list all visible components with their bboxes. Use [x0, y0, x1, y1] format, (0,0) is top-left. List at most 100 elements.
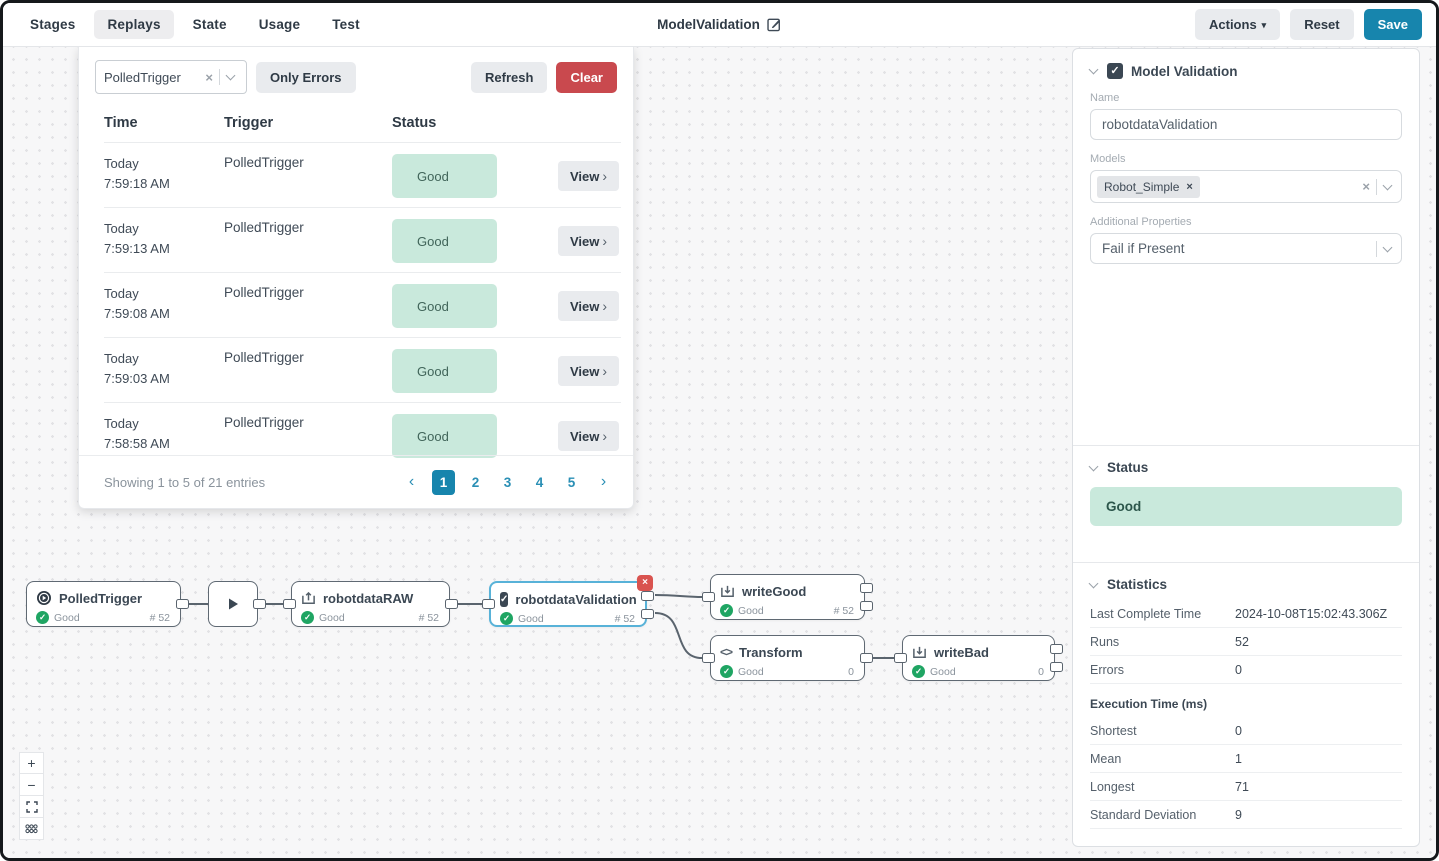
- clear-select-icon[interactable]: ×: [1362, 179, 1370, 194]
- save-button[interactable]: Save: [1363, 9, 1422, 40]
- output-port[interactable]: [1050, 644, 1063, 654]
- output-port[interactable]: [860, 653, 873, 663]
- next-page-button[interactable]: ›: [592, 470, 615, 495]
- view-button[interactable]: View›: [557, 161, 619, 191]
- chevron-down-icon: [1382, 242, 1393, 252]
- remove-chip-icon[interactable]: ×: [1186, 180, 1193, 193]
- view-button[interactable]: View›: [557, 356, 619, 386]
- column-header-status: Status: [392, 115, 437, 131]
- view-button[interactable]: View›: [557, 291, 619, 321]
- output-port[interactable]: [860, 601, 873, 611]
- section-title: Status: [1107, 460, 1149, 475]
- node-robotdatavalidation[interactable]: × ✓ robotdataValidation ✓ Good # 52: [482, 575, 654, 627]
- output-port-good[interactable]: [641, 591, 654, 601]
- section-title: Statistics: [1107, 577, 1168, 592]
- node-label: writeBad: [934, 644, 989, 660]
- refresh-button[interactable]: Refresh: [471, 61, 548, 93]
- additional-properties-select[interactable]: Fail if Present: [1090, 233, 1402, 264]
- fit-view-icon: [25, 800, 38, 813]
- code-icon: <>: [720, 645, 733, 659]
- status-good-icon: ✓: [912, 665, 925, 678]
- statistics-section: Statistics Last Complete Time 2024-10-08…: [1073, 562, 1419, 843]
- output-port[interactable]: [445, 599, 458, 609]
- node-run-count: # 52: [614, 612, 635, 625]
- output-port[interactable]: [253, 599, 266, 609]
- input-port[interactable]: [482, 599, 495, 609]
- output-port-bad[interactable]: [641, 609, 654, 619]
- table-footer: Showing 1 to 5 of 21 entries ‹ 1 2 3 4 5…: [79, 455, 633, 508]
- tab-usage[interactable]: Usage: [246, 10, 314, 39]
- chevron-down-icon[interactable]: [1088, 461, 1099, 471]
- output-port[interactable]: [176, 599, 189, 609]
- clear-button[interactable]: Clear: [556, 61, 617, 93]
- tab-test[interactable]: Test: [319, 10, 373, 39]
- page-button-3[interactable]: 3: [496, 470, 519, 495]
- tab-replays[interactable]: Replays: [94, 10, 174, 39]
- status-badge: Good: [392, 349, 497, 393]
- main-tabs: Stages Replays State Usage Test: [17, 10, 373, 39]
- node-robotdataraw[interactable]: robotdataRAW ✓ Good # 52: [283, 581, 458, 627]
- output-port[interactable]: [1050, 662, 1063, 672]
- clear-filter-icon[interactable]: ×: [205, 69, 213, 85]
- tab-state[interactable]: State: [180, 10, 240, 39]
- edit-pencil-icon: [767, 17, 782, 32]
- fit-view-button[interactable]: [19, 796, 44, 818]
- node-label: robotdataRAW: [323, 590, 414, 606]
- name-input[interactable]: robotdataValidation: [1090, 109, 1402, 140]
- grid-dots-icon: [25, 823, 38, 834]
- column-header-trigger: Trigger: [224, 115, 274, 131]
- edit-title-button[interactable]: [767, 17, 782, 32]
- only-errors-button[interactable]: Only Errors: [256, 61, 356, 93]
- node-label: Transform: [739, 644, 803, 660]
- stat-row: Shortest 0: [1090, 717, 1402, 745]
- replays-toolbar: PolledTrigger × Only Errors Refresh Clea…: [79, 47, 633, 104]
- canvas-controls: + −: [19, 752, 44, 840]
- page-button-4[interactable]: 4: [528, 470, 551, 495]
- input-port[interactable]: [702, 592, 715, 602]
- read-box-icon: [301, 591, 316, 606]
- page-button-5[interactable]: 5: [560, 470, 583, 495]
- models-multiselect[interactable]: Robot_Simple× ×: [1090, 170, 1402, 203]
- view-button[interactable]: View›: [557, 226, 619, 256]
- chevron-down-icon: [225, 70, 236, 81]
- output-port[interactable]: [860, 583, 873, 593]
- node-polledtrigger[interactable]: PolledTrigger ✓ Good # 52: [26, 581, 189, 627]
- node-status: Good: [319, 611, 345, 624]
- write-box-icon: [912, 645, 927, 660]
- stat-row: Mean 1: [1090, 745, 1402, 773]
- close-node-button[interactable]: ×: [637, 575, 653, 591]
- grid-toggle-button[interactable]: [19, 818, 44, 840]
- chevron-right-icon: ›: [602, 298, 607, 314]
- zoom-out-button[interactable]: −: [19, 774, 44, 796]
- section-title: Model Validation: [1131, 63, 1238, 79]
- trigger-filter-value: PolledTrigger: [104, 69, 181, 85]
- page-button-2[interactable]: 2: [464, 470, 487, 495]
- chevron-down-icon[interactable]: [1088, 64, 1099, 75]
- view-button[interactable]: View›: [557, 421, 619, 451]
- trigger-filter-select[interactable]: PolledTrigger ×: [95, 60, 247, 94]
- node-status: Good: [930, 665, 956, 678]
- node-writebad[interactable]: writeBad ✓ Good 0: [894, 635, 1063, 681]
- node-run-count: # 52: [418, 611, 439, 624]
- reset-button[interactable]: Reset: [1290, 9, 1354, 40]
- entries-info: Showing 1 to 5 of 21 entries: [104, 474, 266, 490]
- divider: [219, 69, 220, 85]
- actions-menu-button[interactable]: Actions▾: [1195, 9, 1281, 40]
- chevron-down-icon[interactable]: [1088, 578, 1099, 588]
- input-port[interactable]: [894, 653, 907, 663]
- page-button-1[interactable]: 1: [432, 469, 455, 495]
- input-port[interactable]: [702, 653, 715, 663]
- status-badge: Good: [392, 154, 497, 198]
- input-port[interactable]: [283, 599, 296, 609]
- enabled-checkbox[interactable]: ✓: [1107, 63, 1123, 79]
- previous-page-button[interactable]: ‹: [400, 470, 423, 495]
- tab-stages[interactable]: Stages: [17, 10, 88, 39]
- replay-trigger: PolledTrigger: [224, 155, 304, 170]
- node-writegood[interactable]: writeGood ✓ Good # 52: [702, 574, 873, 620]
- node-transform[interactable]: <> Transform ✓ Good 0: [702, 635, 873, 681]
- zoom-in-button[interactable]: +: [19, 752, 44, 774]
- node-run-trigger[interactable]: [208, 581, 266, 627]
